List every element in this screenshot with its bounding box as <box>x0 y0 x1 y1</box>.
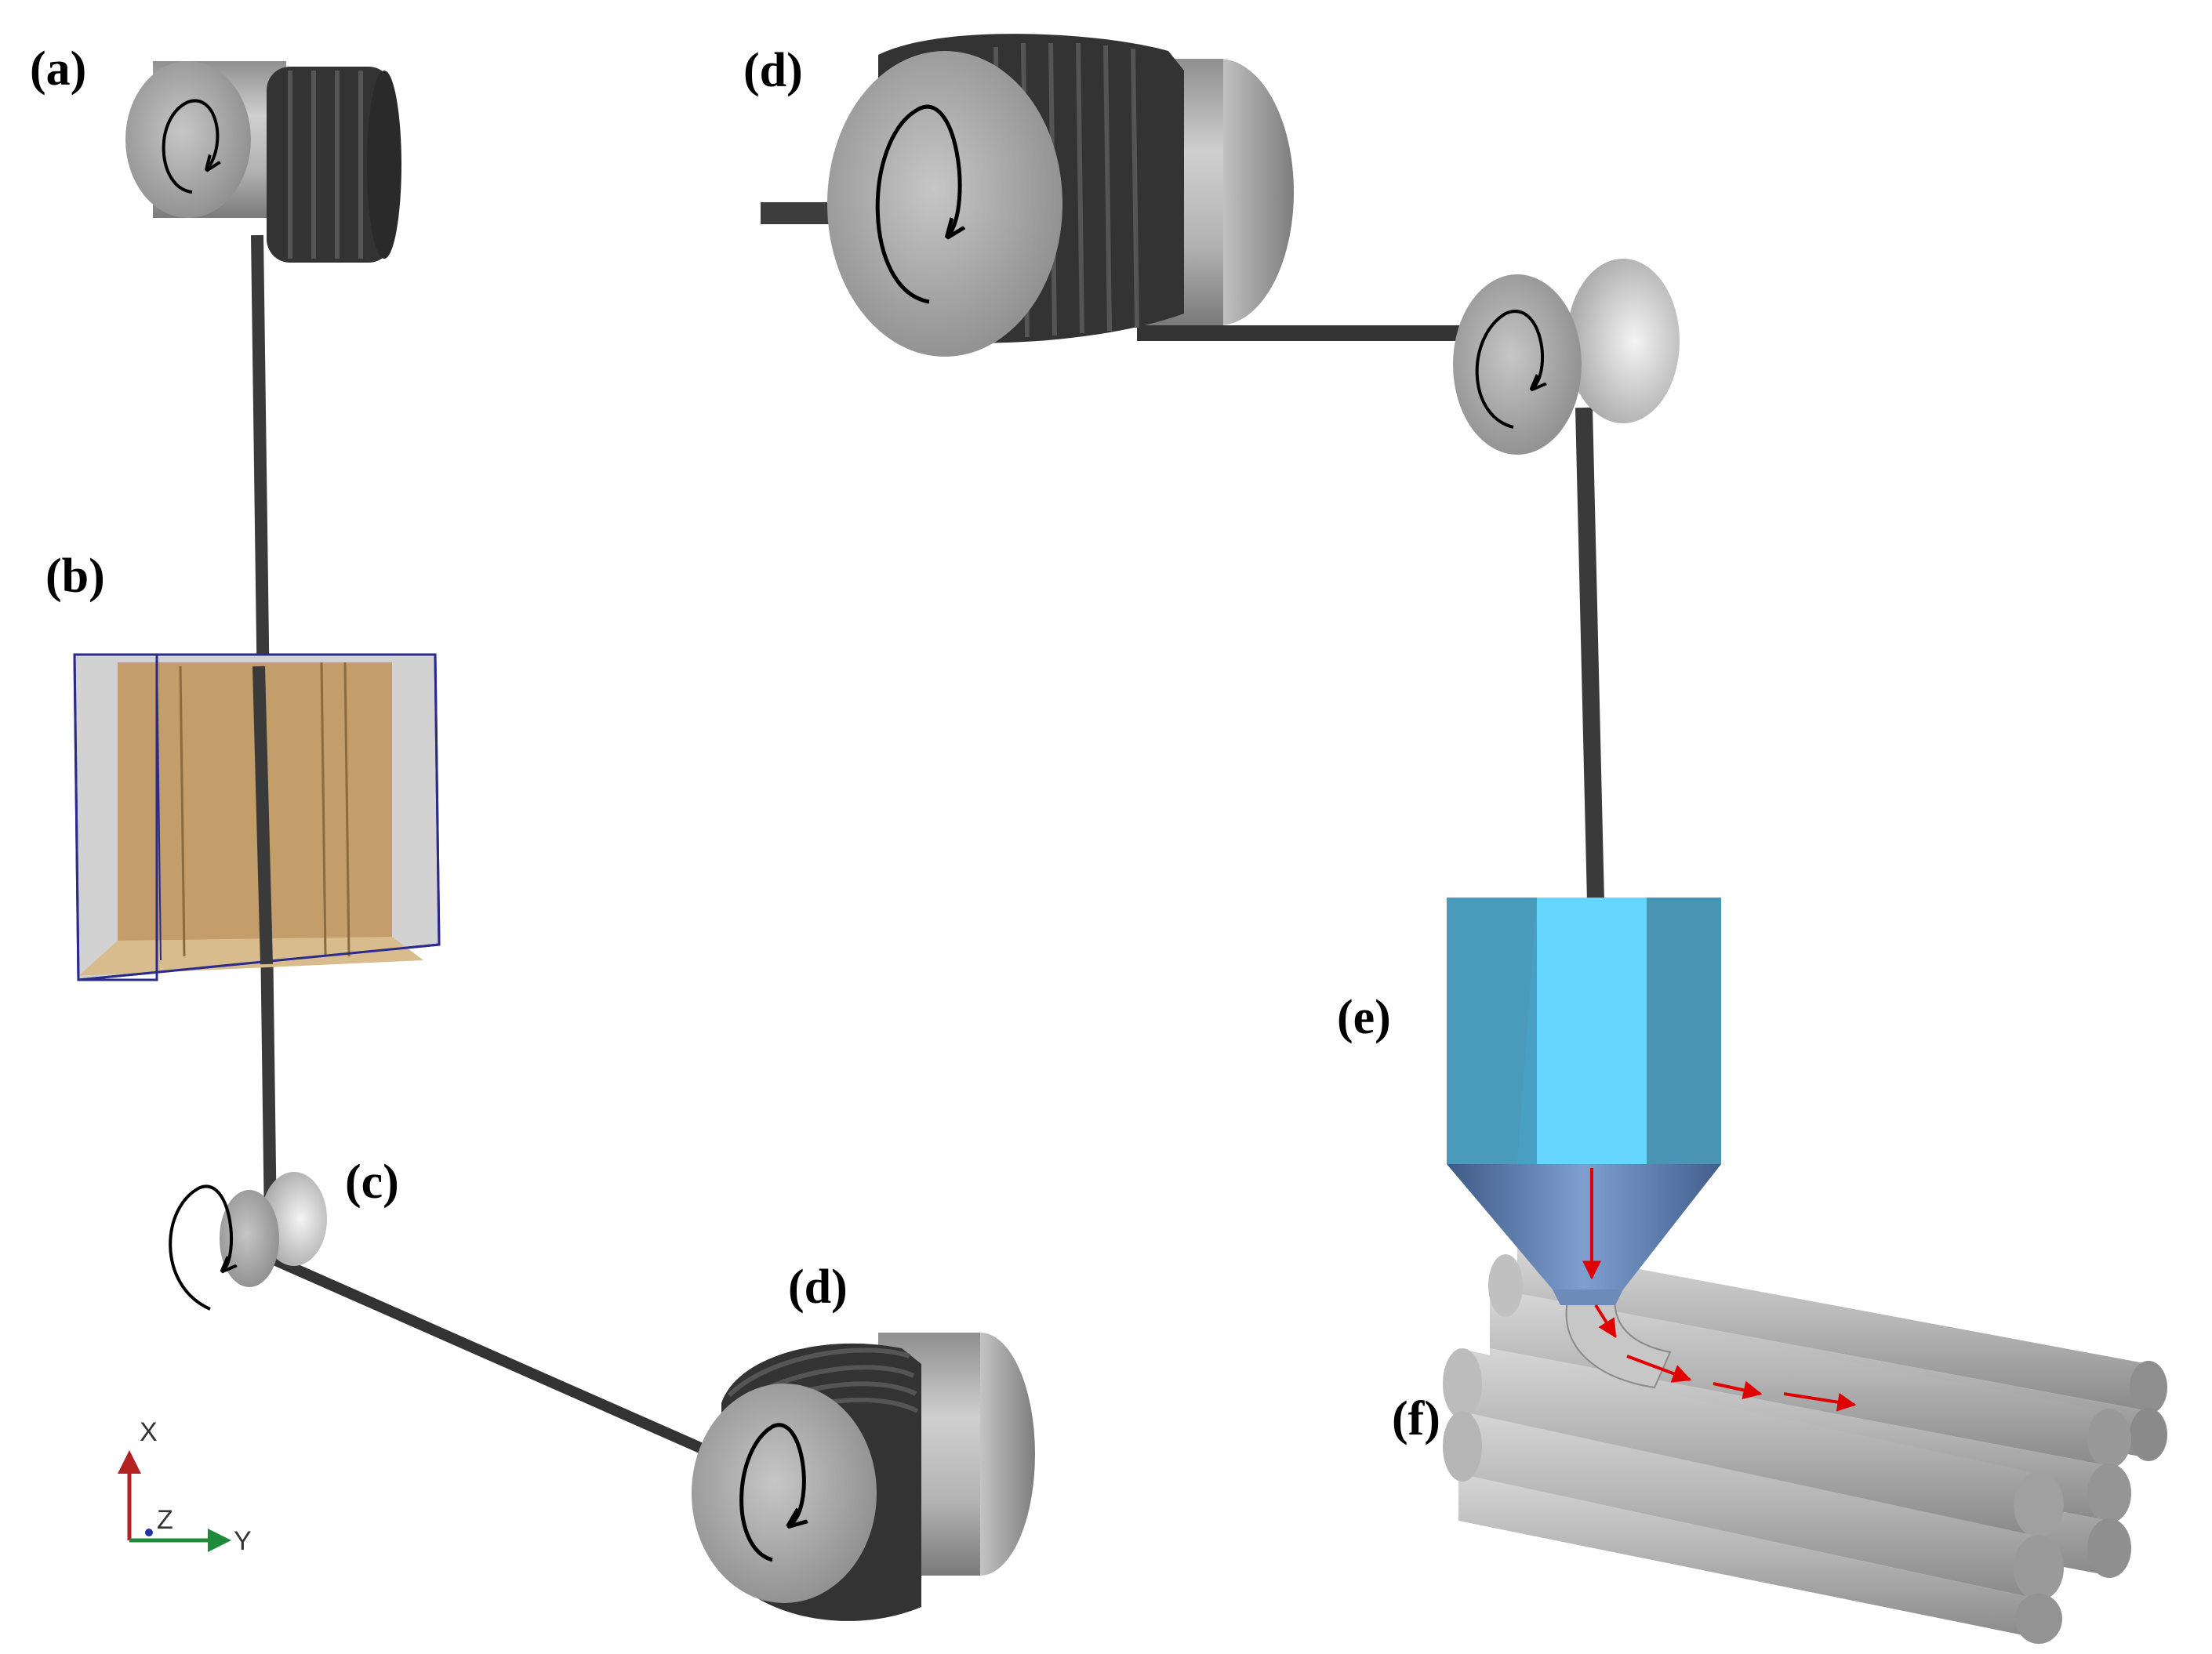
label-d-top: (d) <box>743 44 803 97</box>
rotation-arrow-icon <box>1475 310 1542 429</box>
printed-rod-stack <box>1443 1246 2167 1644</box>
label-b: (b) <box>45 550 105 603</box>
axis-x-label: X <box>140 1417 158 1447</box>
coating-bath <box>73 653 441 981</box>
label-a: (a) <box>30 42 86 96</box>
rotation-arrow-icon <box>162 99 218 194</box>
nozzle-cone <box>1447 1164 1721 1289</box>
pulley-top-right-disc <box>1453 274 1582 455</box>
print-nozzle <box>1447 898 1721 1305</box>
label-c: (c) <box>345 1155 399 1209</box>
guide-pulley-top-right <box>1453 259 1680 455</box>
spool-d-top <box>827 34 1294 357</box>
material-flow-arrows <box>1582 1168 1857 1412</box>
axis-z-label: Z <box>157 1505 173 1535</box>
axis-triad: X Z Y <box>118 1417 252 1556</box>
spool-a <box>125 61 401 263</box>
nozzle-front-face <box>1537 898 1647 1164</box>
spool-d-top-face <box>827 51 1062 357</box>
guide-pulley-c <box>169 1172 327 1311</box>
axis-y-label: Y <box>234 1526 252 1556</box>
rod-layer-front <box>1443 1254 2064 1644</box>
fiber-vertical-right <box>1575 407 1604 902</box>
spool-a-face <box>125 61 251 218</box>
label-e: (e) <box>1337 991 1391 1044</box>
rotation-arrow-icon <box>169 1184 231 1311</box>
spool-d-bottom <box>692 1333 1035 1621</box>
label-d-bottom: (d) <box>788 1260 848 1314</box>
rotation-arrow-icon <box>739 1423 805 1562</box>
label-f: (f) <box>1392 1392 1440 1445</box>
fiber-diagonal-left <box>268 1253 708 1456</box>
spool-d-bottom-face <box>692 1384 877 1603</box>
pulley-c-disc <box>220 1190 279 1287</box>
rotation-arrow-icon <box>875 104 960 304</box>
